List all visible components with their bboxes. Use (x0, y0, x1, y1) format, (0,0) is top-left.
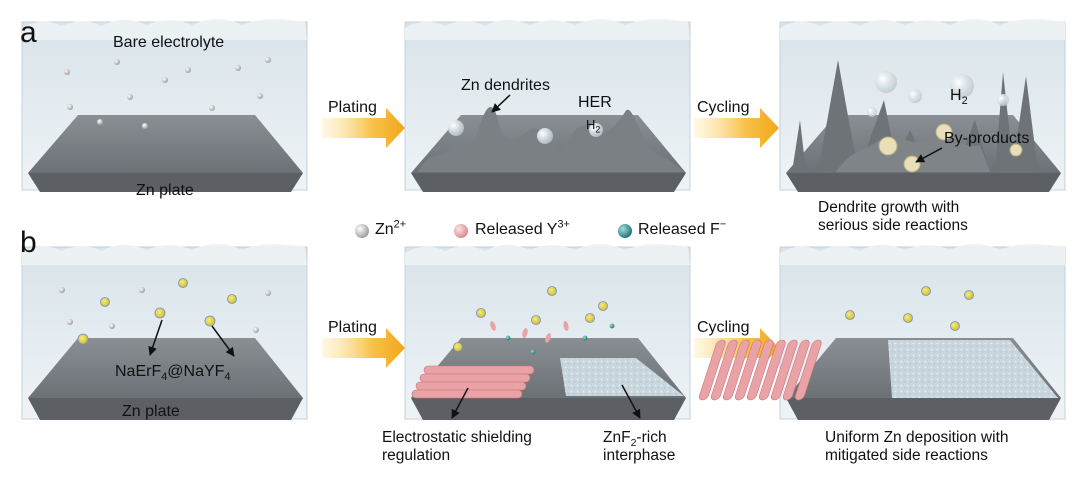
nanoparticles-b1 (77, 278, 237, 345)
released-ions-b2 (490, 321, 615, 355)
nanoparticle-label: NaErF4@NaYF4 (115, 363, 231, 384)
dendrite-hills (418, 107, 684, 172)
np-pointer-left (148, 319, 163, 356)
legend-y-label: Released Y3+ (475, 218, 570, 238)
shielding-rods-b3 (698, 339, 822, 401)
cycling-label-b: Cycling (697, 319, 750, 336)
plating-arrow-b (322, 328, 405, 368)
bare-electrolyte-label: Bare electrolyte (113, 34, 225, 51)
zn-plate-label-a: Zn plate (136, 182, 194, 199)
byproducts-label: By-products (944, 130, 1030, 147)
legend-f-label: Released F− (638, 218, 727, 238)
zn-ions-a1 (64, 57, 271, 129)
h2-label-box2: H2 (586, 117, 601, 135)
box-a1-bare-electrolyte (21, 19, 308, 192)
znf2-caption: ZnF2-rich interphase (603, 429, 676, 465)
cycling-label-a: Cycling (697, 99, 750, 116)
np-pointer-right (211, 325, 235, 357)
plating-label-a: Plating (328, 99, 377, 116)
shield-pointer (451, 387, 469, 419)
plating-arrow-a (322, 108, 405, 148)
shielding-rods-b2 (411, 365, 535, 399)
nanoparticles-b3 (845, 286, 974, 331)
legend-zn-label: Zn2+ (375, 218, 407, 238)
zn-ions-b1 (59, 287, 271, 333)
byproducts-pointer (915, 147, 943, 163)
large-dendrites (792, 60, 1038, 172)
box-b1-nanoparticles (21, 244, 308, 420)
zn-plate-label-b: Zn plate (122, 403, 180, 420)
znf2-pointer (621, 384, 641, 419)
legend-f-marker (618, 224, 632, 238)
box-b3-uniform-deposition (779, 244, 1066, 420)
zn-dendrites-label: Zn dendrites (461, 77, 550, 94)
legend-markers (355, 224, 632, 238)
shielding-caption: Electrostatic shielding regulation (382, 429, 532, 465)
panel-b-letter: b (20, 226, 37, 259)
legend-y-marker (454, 224, 468, 238)
legend-zn-marker (355, 224, 369, 238)
box-a3-byproducts (779, 19, 1066, 192)
nanoparticles-b2 (453, 286, 608, 352)
h2-label-box3: H2 (950, 87, 968, 108)
cycling-arrow-a (694, 108, 779, 148)
uniform-deposition-caption: Uniform Zn deposition with mitigated sid… (825, 429, 1009, 465)
box-a2-dendrites (404, 19, 691, 192)
dendrite-growth-caption: Dendrite growth with serious side reacti… (818, 199, 968, 235)
her-label: HER (578, 94, 612, 111)
panel-a-letter: a (20, 16, 37, 49)
dendrites-pointer (491, 94, 511, 113)
plating-label-b: Plating (328, 319, 377, 336)
